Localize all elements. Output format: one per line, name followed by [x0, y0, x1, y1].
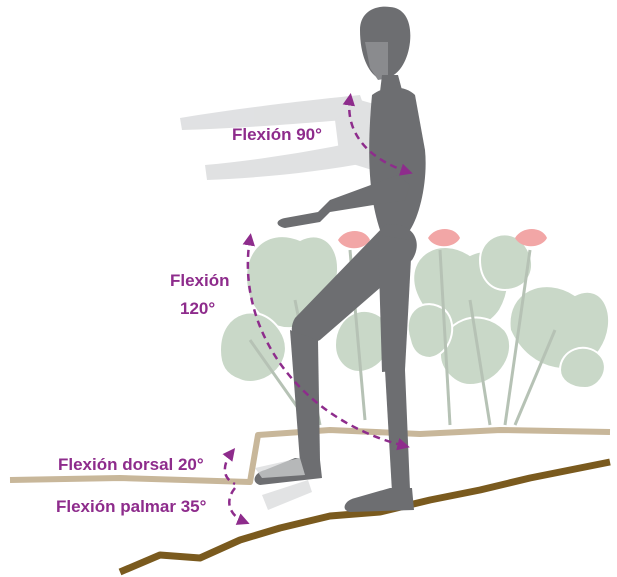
- hip-flexion-label-line2: 120°: [180, 299, 215, 318]
- ankle-palmar-arrow: [229, 488, 245, 522]
- figure-shin-standing: [385, 370, 410, 492]
- figure-torso: [369, 88, 425, 231]
- hip-flexion-label-line1: Flexión: [170, 271, 230, 290]
- background-plants: [220, 229, 609, 425]
- plant-leaves: [220, 234, 609, 388]
- shoulder-flexion-label: Flexión 90°: [232, 125, 322, 144]
- figure-foot-standing: [345, 488, 414, 512]
- ankle-dorsal-label: Flexión dorsal 20°: [58, 455, 204, 474]
- ankle-palmar-label: Flexión palmar 35°: [56, 497, 207, 516]
- figure-shin-raised: [290, 330, 320, 462]
- figure-thigh-standing: [378, 235, 412, 372]
